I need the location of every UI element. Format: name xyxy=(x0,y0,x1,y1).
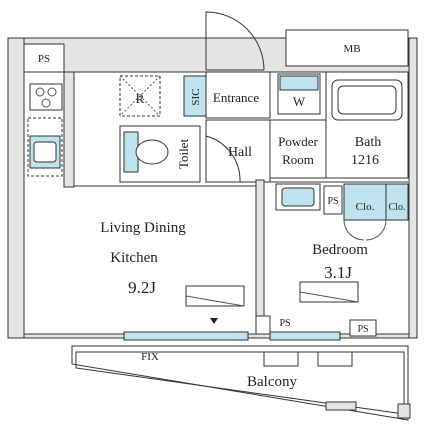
bath-room: Bath 1216 xyxy=(325,71,409,179)
mb-label: MB xyxy=(343,43,360,55)
entry-marker-icon xyxy=(210,318,218,324)
entrance-door xyxy=(205,11,265,71)
ps-bottom-mid: PS xyxy=(255,315,291,335)
bath-size: 1216 xyxy=(351,153,379,168)
ps-mid-label: PS xyxy=(327,196,338,207)
fix-label: FIX xyxy=(141,351,159,363)
bedroom-ac-unit xyxy=(299,281,359,303)
ps-bottom-right: PS xyxy=(349,319,377,337)
ps-bottom-mid-label: PS xyxy=(279,318,290,329)
kitchen-sink xyxy=(27,117,63,177)
ps-bottom-right-label: PS xyxy=(357,324,368,335)
bedroom-size: 3.1J xyxy=(324,263,352,282)
living-ac-unit xyxy=(185,285,245,307)
living-size: 9.2J xyxy=(128,278,156,297)
hall-label: Hall xyxy=(228,145,252,160)
washer-box: W xyxy=(277,73,321,115)
clo2-label: Clo. xyxy=(389,202,406,213)
sic-box: SIC xyxy=(183,75,207,117)
r-label: R xyxy=(136,91,145,106)
closet-2: Clo. xyxy=(385,183,409,221)
toilet-label: Toilet xyxy=(176,139,191,170)
living-label-line2: Kitchen xyxy=(110,250,158,266)
powder-label-line1: Powder xyxy=(278,134,318,149)
living-window xyxy=(123,331,249,341)
ps-mid-box: PS xyxy=(323,185,343,215)
bath-label: Bath xyxy=(355,135,381,150)
closet-1: Clo. xyxy=(343,183,387,221)
hall-door xyxy=(205,135,241,183)
partition-wall xyxy=(255,179,265,331)
balcony xyxy=(71,345,411,421)
clo1-label: Clo. xyxy=(356,201,375,213)
mb-box: MB xyxy=(285,29,409,67)
bedroom-label: Bedroom xyxy=(312,242,368,258)
living-label-line1: Living Dining xyxy=(100,220,186,236)
powder-label-line2: Room xyxy=(282,152,314,167)
entrance-label: Entrance xyxy=(213,90,259,105)
stove xyxy=(29,83,63,111)
bedroom-window xyxy=(269,331,341,341)
kitchen-wall xyxy=(63,71,75,188)
w-label: W xyxy=(293,94,306,109)
ps-top-left-label: PS xyxy=(38,53,50,65)
sic-label: SIC xyxy=(190,88,202,105)
hall-area xyxy=(205,119,271,183)
balcony-label: Balcony xyxy=(247,374,297,390)
toilet-room: Toilet xyxy=(119,125,201,183)
entrance-area xyxy=(205,71,271,119)
ps-top-left-box: PS xyxy=(23,43,65,73)
r-storage: R xyxy=(119,75,161,117)
powder-room: Powder Room xyxy=(269,119,327,211)
closet-doors xyxy=(343,219,387,241)
